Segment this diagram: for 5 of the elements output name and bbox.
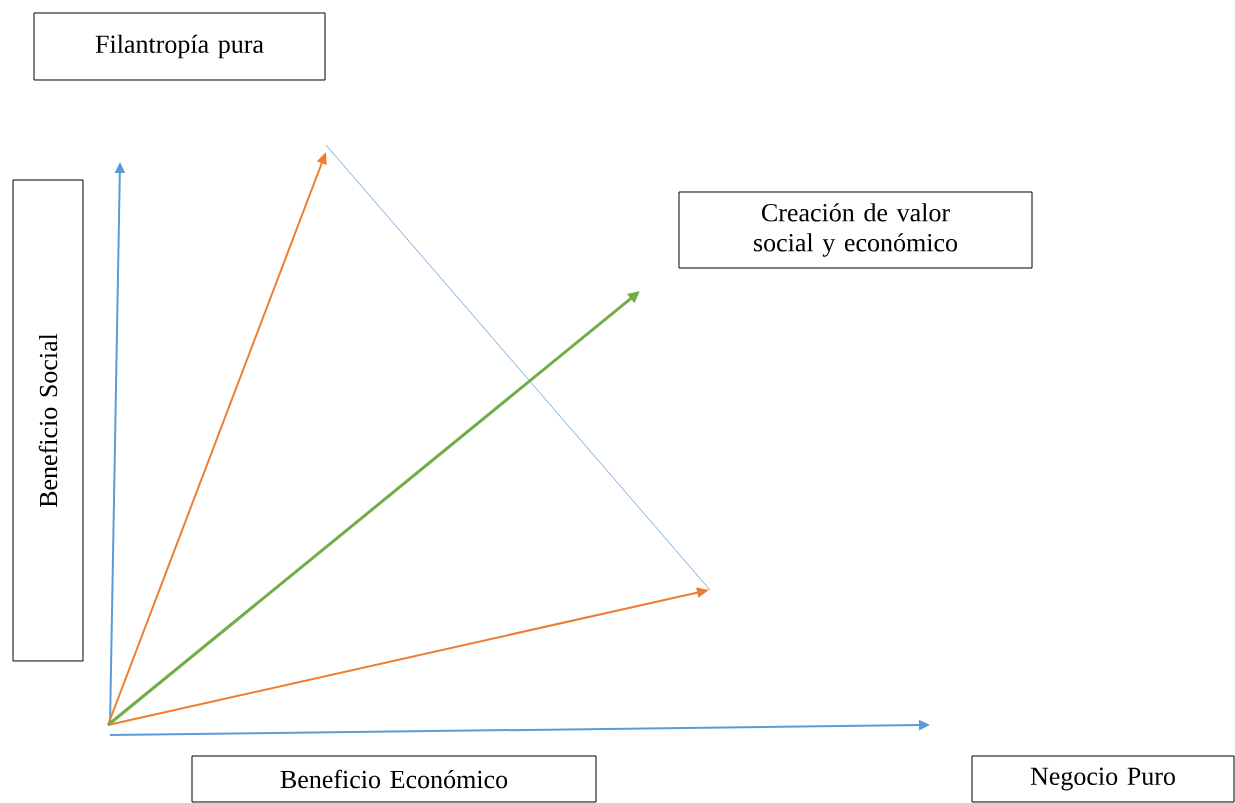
label-box: Creación de valor social y económico xyxy=(678,191,1033,269)
axis-label-box: Beneficio Social xyxy=(12,179,84,662)
label-box: Filantropía pura xyxy=(33,12,326,81)
label-box: Beneficio Económico xyxy=(191,755,597,803)
label-box: Negocio Puro xyxy=(971,755,1235,803)
